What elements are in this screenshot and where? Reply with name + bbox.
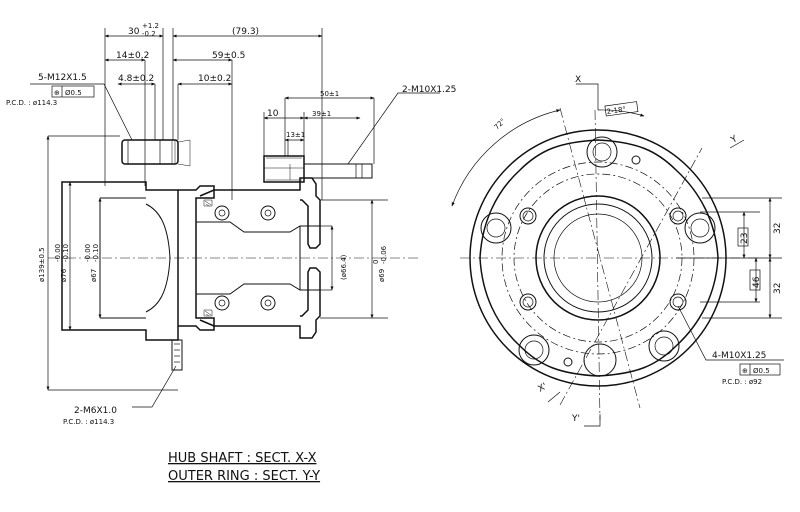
callout-2-m6: 2-M6X1.0 [74, 406, 117, 416]
dia-66-4: (ø66.4) [340, 254, 348, 280]
front-view [451, 83, 784, 427]
dim-30-tol-lower: -0.2 [142, 30, 156, 38]
position-tol-m12: Ø0.5 [65, 89, 82, 97]
dia-69-tol-upper: 0 [372, 260, 380, 264]
tolerance-frame-m10 [739, 363, 781, 376]
dim-39: 39±1 [312, 110, 331, 118]
dim-32-top: 32 [773, 223, 783, 234]
dim-23: 23 [740, 233, 750, 244]
dia-69-tol-lower: -0.06 [380, 245, 388, 264]
dia-76-tol-upper: -0.00 [54, 244, 62, 262]
dim-50: 50±1 [320, 90, 339, 98]
captions: HUB SHAFT : SECT. X-X OUTER RING : SECT.… [168, 451, 320, 484]
dim-79-3: (79.3) [232, 27, 259, 37]
dim-14: 14±0.2 [116, 51, 149, 61]
angle-2-18-box [604, 101, 639, 117]
dim-10-left: 10±0.2 [198, 74, 231, 84]
pcd-m10: P.C.D. : ø92 [722, 378, 762, 386]
dia-76-tol-lower: -0.10 [62, 244, 70, 262]
section-mark-y-top: Y [729, 134, 740, 146]
dia-67-tol-lower: -0.10 [92, 244, 100, 262]
dia-69: ø69 [378, 269, 386, 282]
dim-10-right: 10 [267, 109, 279, 119]
side-view-dimensions: 30 +1.2 -0.2 (79.3) 14±0.2 59±0.5 4.8±0.… [38, 22, 388, 282]
angle-2-18: 2-18° [606, 105, 626, 116]
dia-67-tol-upper: -0.00 [84, 244, 92, 262]
angle-72: 72° [493, 117, 507, 131]
pcd-m12: P.C.D. : ø114.3 [6, 99, 57, 107]
section-mark-x-bottom: X' [537, 382, 549, 395]
dim-46: 46 [752, 276, 762, 288]
dia-76: ø76 [60, 268, 68, 282]
dim-32-bottom: 32 [773, 283, 783, 294]
section-mark-x-top: X [575, 75, 581, 85]
callout-4-m10: 4-M10X1.25 [712, 351, 766, 361]
position-symbol-m12: ⊕ [54, 89, 60, 97]
position-symbol-m10: ⊕ [742, 367, 748, 375]
tolerance-frame-m12 [51, 85, 95, 98]
pcd-m6: P.C.D. : ø114.3 [63, 418, 114, 426]
front-view-labels: X Y X' Y' 2-18° 72° 32 32 23 46 4-M10X1.… [493, 75, 783, 424]
dia-139: ø139±0.5 [38, 247, 46, 282]
dia-67: ø67 [90, 269, 98, 282]
callout-5-m12: 5-M12X1.5 [38, 73, 87, 83]
callout-2-m10: 2-M10X1.25 [402, 85, 456, 95]
dim-30: 30 [128, 27, 140, 37]
caption-hub-shaft: HUB SHAFT : SECT. X-X [168, 451, 317, 466]
dim-30-tol-upper: +1.2 [142, 22, 159, 30]
side-view-callouts: 5-M12X1.5 ⊕ Ø0.5 P.C.D. : ø114.3 2-M10X1… [6, 73, 456, 426]
dim-4-8: 4.8±0.2 [118, 74, 154, 84]
dim-59: 59±0.5 [212, 51, 245, 61]
dim-13: 13±1 [286, 131, 305, 139]
side-section-view [30, 28, 440, 408]
caption-outer-ring: OUTER RING : SECT. Y-Y [168, 469, 320, 484]
dim-46-box [749, 269, 761, 291]
position-tol-m10: Ø0.5 [753, 367, 770, 375]
section-mark-y-bottom: Y' [571, 414, 580, 424]
dim-23-box [737, 227, 749, 247]
